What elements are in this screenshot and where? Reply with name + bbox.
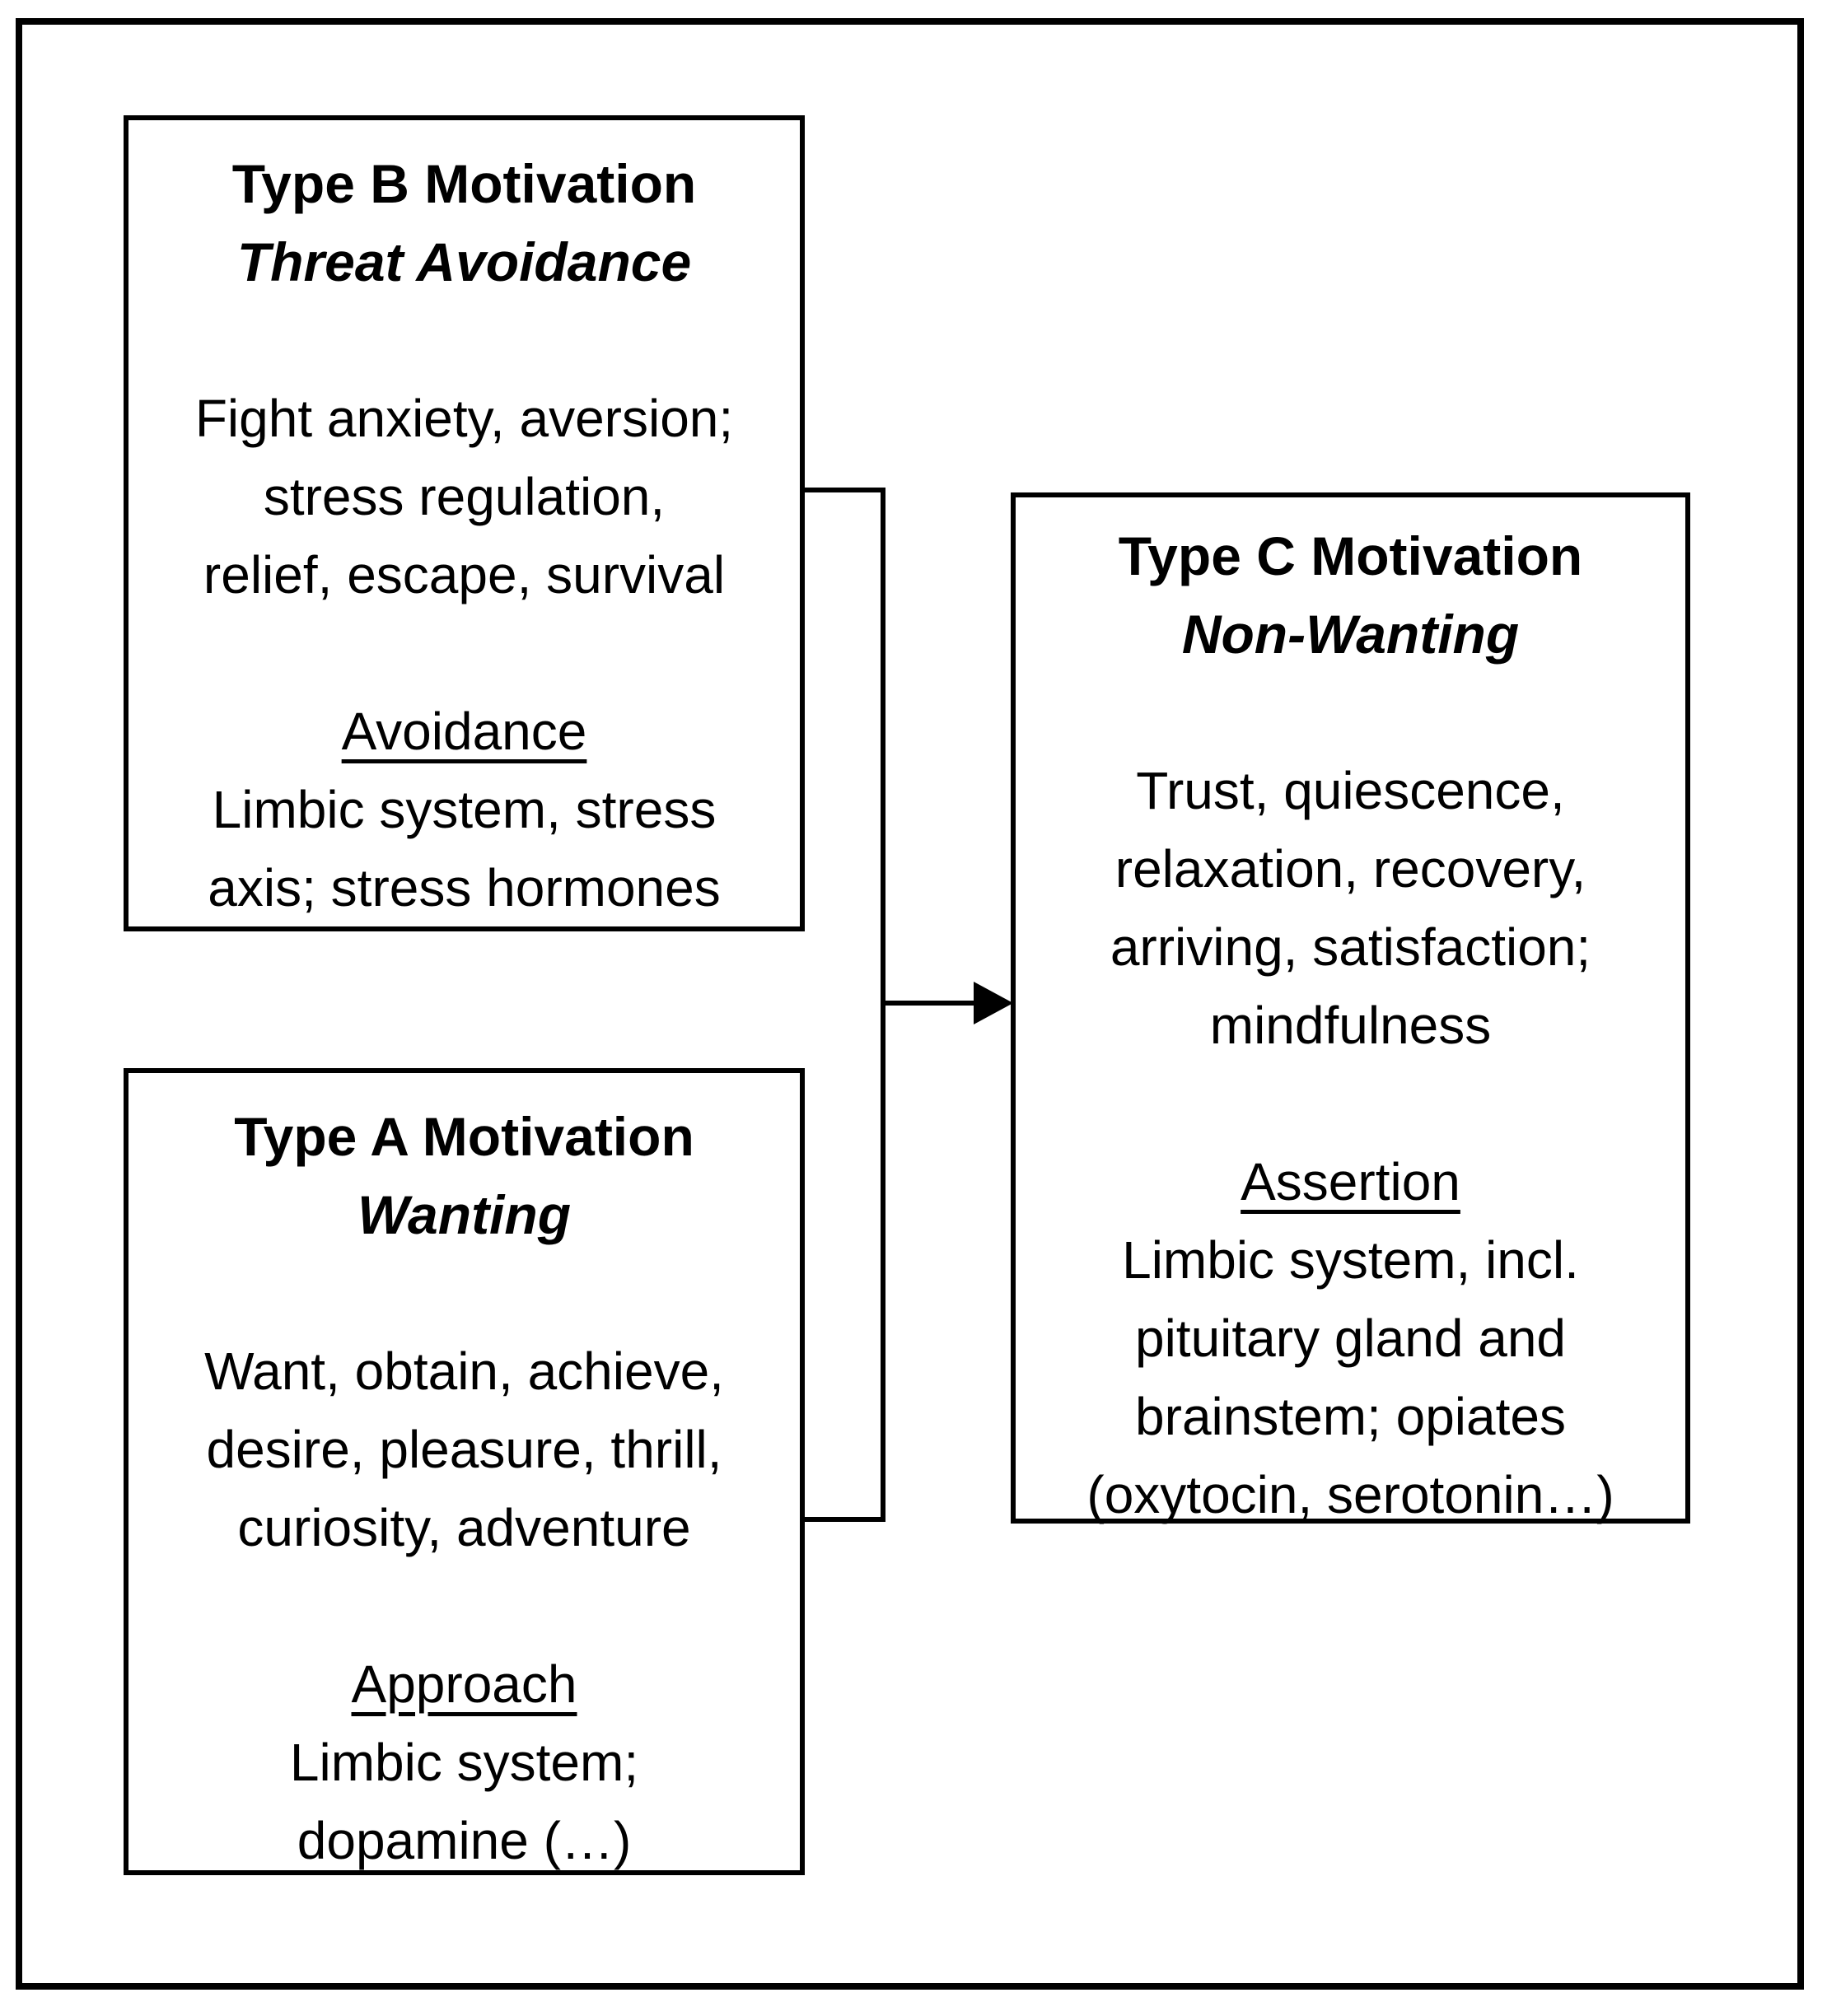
box-type-a-motivation: Type A Motivation Wanting Want, obtain, … [124, 1068, 805, 1875]
outer-border [16, 18, 1804, 1990]
box-subtitle: Wanting [357, 1184, 572, 1245]
box-mechanism-text: Limbic system, incl. pituitary gland and… [1086, 1230, 1614, 1524]
box-subtitle: Non-Wanting [1181, 604, 1520, 665]
box-title: Type C Motivation [1118, 525, 1583, 586]
box-mechanism-label: Assertion [1241, 1152, 1460, 1211]
box-title: Type A Motivation [234, 1106, 694, 1167]
box-description: Want, obtain, achieve, desire, pleasure,… [204, 1342, 724, 1557]
box-description: Fight anxiety, aversion; stress regulati… [194, 389, 734, 604]
connector-line-from-type-b [805, 488, 883, 492]
box-subtitle: Threat Avoidance [236, 231, 692, 292]
box-mechanism-text: Limbic system; dopamine (…) [289, 1733, 639, 1870]
box-type-b-motivation: Type B Motivation Threat Avoidance Fight… [124, 115, 805, 931]
box-title: Type B Motivation [231, 153, 697, 214]
box-description: Trust, quiescence, relaxation, recovery,… [1110, 761, 1591, 1055]
box-mechanism-text: Limbic system, stress axis; stress hormo… [208, 780, 721, 917]
box-mechanism-label: Avoidance [341, 702, 587, 761]
connector-line-from-type-a [805, 1517, 883, 1522]
arrow-shaft [883, 1001, 979, 1006]
box-mechanism-label: Approach [351, 1654, 577, 1714]
arrow-head-icon [974, 982, 1013, 1024]
box-type-c-motivation: Type C Motivation Non-Wanting Trust, qui… [1011, 492, 1690, 1524]
